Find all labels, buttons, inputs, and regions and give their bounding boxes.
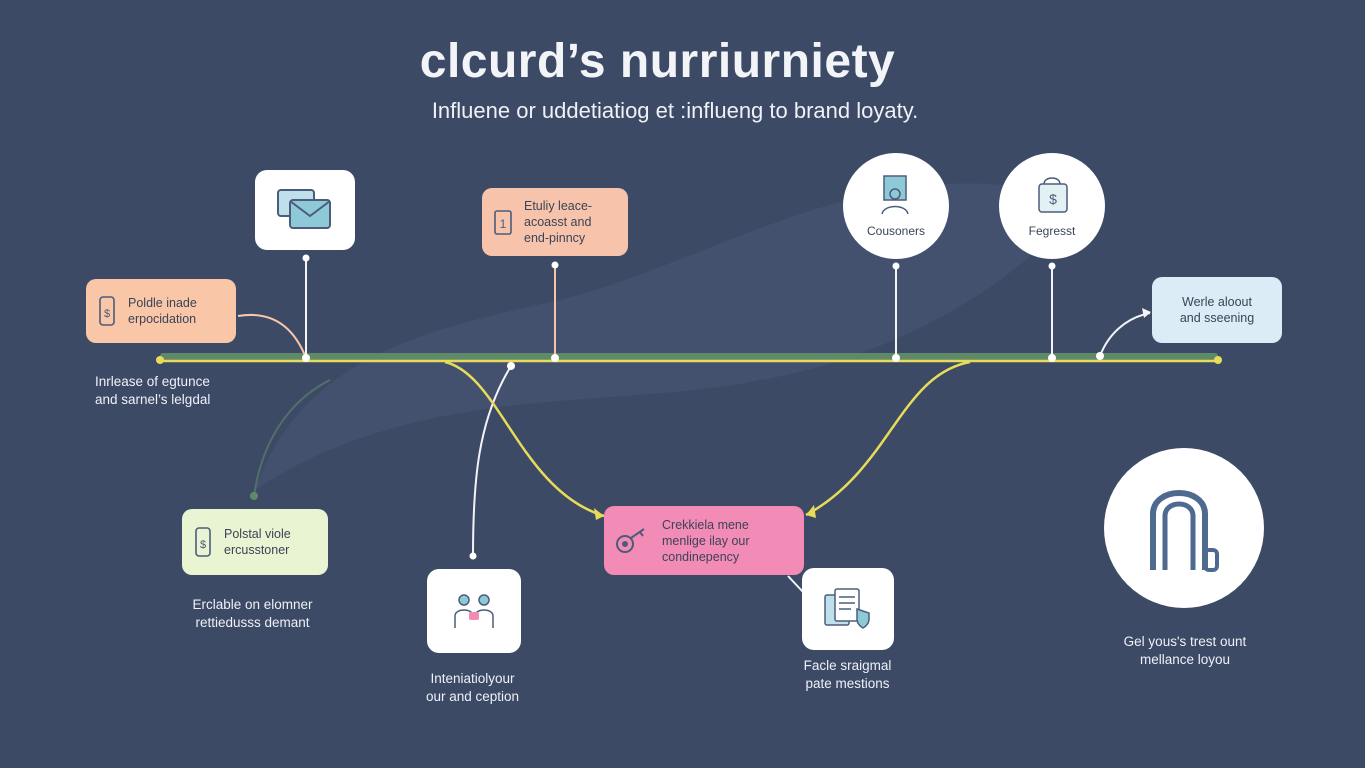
connector-dot bbox=[250, 492, 258, 500]
caption-document-below: Facle sraigmal pate mestions bbox=[803, 658, 892, 691]
node-blue-right-label: Werle aloout and sseening bbox=[1179, 295, 1255, 325]
circle-padlock[interactable] bbox=[1104, 448, 1264, 608]
timeline-dot bbox=[302, 354, 310, 362]
document-shield-icon bbox=[824, 588, 870, 629]
node-pink-top[interactable]: 1 Etuliy leace- acoasst and end-pinncy bbox=[482, 188, 628, 256]
connector-blue-right bbox=[1099, 312, 1151, 357]
svg-text:$: $ bbox=[1049, 191, 1057, 207]
padlock-icon bbox=[1150, 490, 1219, 572]
connector-dot bbox=[302, 254, 310, 262]
arrow-head-blue bbox=[1142, 308, 1151, 318]
node-magenta-center-label: Crekkiela mene menlige ilay our condinep… bbox=[662, 517, 750, 564]
timeline-dot bbox=[892, 354, 900, 362]
timeline-dot bbox=[1096, 352, 1104, 360]
svg-text:$: $ bbox=[104, 308, 110, 320]
node-orange-left-label: Poldle inade erpocidation bbox=[128, 296, 197, 326]
connector-people bbox=[472, 365, 512, 557]
timeline-dot bbox=[1048, 354, 1056, 362]
caption-left-timeline: Inrlease of egtunce and sarnel’s lelgdal bbox=[95, 374, 211, 407]
svg-text:$: $ bbox=[200, 539, 206, 551]
caption-lock-below: Gel yous's trest ount mellance loyou bbox=[1123, 634, 1247, 667]
money-bag-icon: $ bbox=[1038, 177, 1068, 213]
connector-dot bbox=[1048, 262, 1056, 270]
caption-green-below: Erclable on elomner rettiedusss demant bbox=[192, 597, 313, 630]
arrow-head-left bbox=[594, 508, 604, 520]
connector-yellow-left bbox=[444, 360, 605, 518]
connector-yellow-right bbox=[805, 360, 971, 517]
node-orange-left[interactable]: $ Poldle inade erpocidation bbox=[86, 279, 236, 343]
key-icon bbox=[616, 527, 645, 553]
user-desk-icon bbox=[881, 175, 909, 215]
timeline-dot bbox=[156, 356, 164, 364]
svg-text:1: 1 bbox=[500, 217, 507, 231]
connector-orange-left bbox=[237, 313, 307, 359]
connector-dot bbox=[469, 552, 477, 560]
node-magenta-center[interactable]: Crekkiela mene menlige ilay our condinep… bbox=[604, 506, 804, 575]
node-pink-top-label: Etuliy leace- acoasst and end-pinncy bbox=[524, 199, 593, 245]
arrow-head-right bbox=[806, 505, 816, 518]
connector-green-left bbox=[253, 379, 331, 497]
circle-cousoners[interactable]: Cousoners bbox=[843, 153, 949, 259]
circle-cousoners-label: Cousoners bbox=[866, 224, 926, 238]
people-icon bbox=[454, 594, 494, 628]
connector-dot bbox=[551, 261, 559, 269]
timeline-dot bbox=[551, 354, 559, 362]
page-title: clcurd’s nurriurniety bbox=[419, 35, 896, 88]
connector-dot bbox=[892, 262, 900, 270]
phone-icon: $ bbox=[99, 296, 115, 326]
document-tile[interactable] bbox=[802, 568, 894, 650]
circle-fegresst[interactable]: $ Fegresst bbox=[999, 153, 1105, 259]
envelope-tile[interactable] bbox=[255, 170, 355, 250]
circle-fegresst-label: Fegresst bbox=[1028, 224, 1076, 238]
timeline-dot bbox=[507, 362, 515, 370]
connector-document bbox=[787, 575, 804, 593]
people-tile[interactable] bbox=[427, 569, 521, 653]
clipboard-icon: 1 bbox=[494, 210, 512, 235]
node-green-left-label: Polstal viole ercusstoner bbox=[224, 527, 291, 557]
node-green-left[interactable]: $ Polstal viole ercusstoner bbox=[182, 509, 328, 575]
background-wave bbox=[255, 183, 1080, 490]
page-subtitle: Influene or uddetiatiog et :influeng to … bbox=[431, 98, 919, 123]
phone-icon: $ bbox=[195, 527, 211, 557]
timeline-dot bbox=[1214, 356, 1222, 364]
caption-people-below: Inteniatiolyour our and ception bbox=[425, 671, 520, 704]
envelope-icon bbox=[277, 189, 331, 229]
node-blue-right[interactable]: Werle aloout and sseening bbox=[1152, 277, 1282, 343]
